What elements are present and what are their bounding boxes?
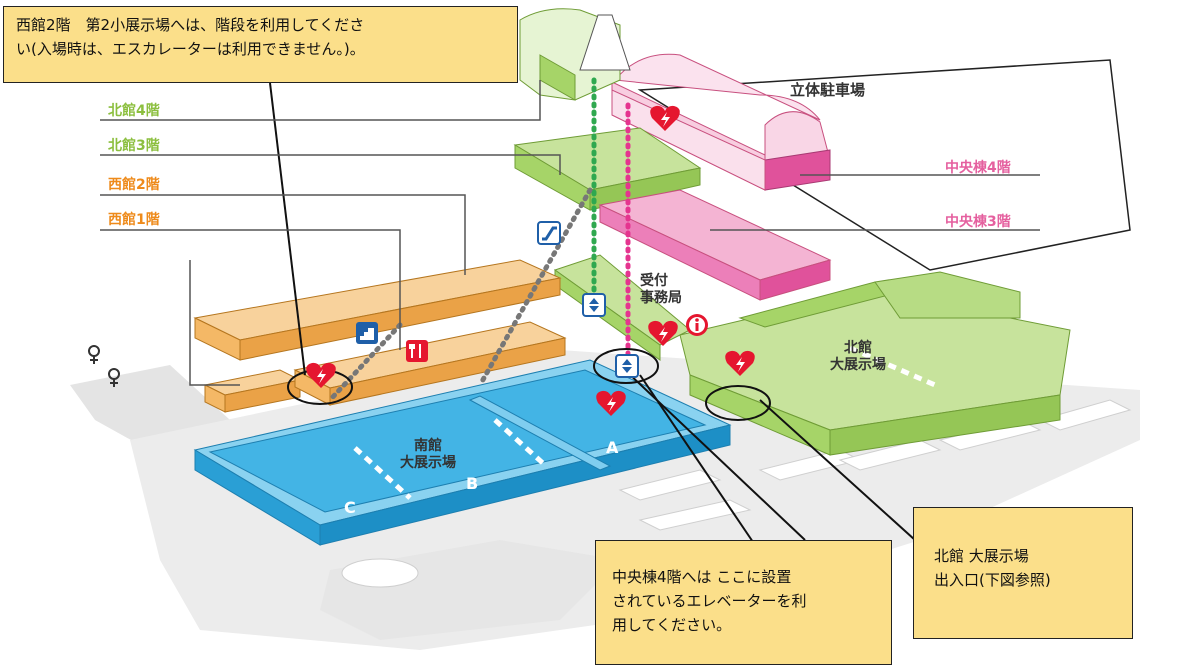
- parking-structure: [611, 53, 1131, 271]
- section-c-label: C: [344, 498, 356, 517]
- aed-icon: [648, 320, 678, 346]
- reception-deck: [553, 254, 691, 361]
- aed-icon: [650, 105, 680, 131]
- north-entrance-note-line1: 北館 大展示場: [934, 547, 1029, 565]
- west-2f-note-line2: い(入場時は、エスカレーターは利用できません。)。: [16, 40, 365, 58]
- reception-label-line1: 受付: [640, 273, 668, 289]
- restroom-icon: [108, 368, 120, 387]
- section-a-label: A: [606, 438, 619, 457]
- central-4f-note-line3: 用してください。: [612, 616, 732, 634]
- west-2f-label: 西館2階: [108, 177, 160, 193]
- central-3f-block: [598, 189, 832, 301]
- connection-paths: [327, 77, 631, 403]
- central-4f-label: 中央棟4階: [945, 160, 1011, 176]
- central-3f-label: 中央棟3階: [945, 214, 1011, 230]
- north-entrance-note-line2: 出入口(下図参照): [934, 571, 1051, 589]
- information-icon: [686, 314, 708, 336]
- escalator-icon: [537, 221, 561, 245]
- restaurant-icon: [406, 340, 428, 362]
- north-tower: [519, 8, 631, 101]
- central-4f-note: 中央棟4階へは ここに設置 されているエレベーターを利 用してください。: [595, 540, 892, 665]
- central-4f-note-line2: されているエレベーターを利: [612, 592, 807, 610]
- reception-label-line2: 事務局: [640, 290, 682, 306]
- section-b-label: B: [466, 474, 479, 493]
- restroom-icon: [88, 345, 100, 364]
- north-3f-block: [513, 127, 702, 211]
- leader-lines: [269, 82, 916, 546]
- south-hall-label: 南館 大展示場: [400, 438, 456, 472]
- west-1f-block: [203, 321, 567, 413]
- south-hall-label-line2: 大展示場: [400, 455, 456, 471]
- west-2f-note-line1: 西館2階 第2小展示場へは、階段を利用してくださ: [16, 16, 365, 34]
- north-entrance-note: 北館 大展示場 出入口(下図参照): [913, 507, 1133, 639]
- north-hall-label-line1: 北館: [844, 340, 872, 356]
- north-hall-label-line2: 大展示場: [830, 357, 886, 373]
- north-hall-label: 北館 大展示場: [830, 340, 886, 374]
- west-1f-label: 西館1階: [108, 212, 160, 228]
- north-4f-label: 北館4階: [108, 103, 160, 119]
- west-2f-note: 西館2階 第2小展示場へは、階段を利用してくださ い(入場時は、エスカレーターは…: [3, 6, 518, 83]
- parking-label: 立体駐車場: [790, 81, 866, 99]
- elevator-icon: [615, 354, 639, 378]
- aed-icon: [596, 390, 626, 416]
- central-4f-note-line1: 中央棟4階へは ここに設置: [612, 568, 792, 586]
- south-hall-label-line1: 南館: [414, 438, 442, 454]
- aed-icon: [306, 362, 336, 388]
- north-3f-label: 北館3階: [108, 138, 160, 154]
- aed-icon: [725, 350, 755, 376]
- south-hall: [193, 359, 732, 546]
- floor-label-lines: [100, 80, 1040, 386]
- reception-label: 受付 事務局: [640, 273, 682, 307]
- stairs-icon: [356, 322, 378, 344]
- elevator-icon: [582, 293, 606, 317]
